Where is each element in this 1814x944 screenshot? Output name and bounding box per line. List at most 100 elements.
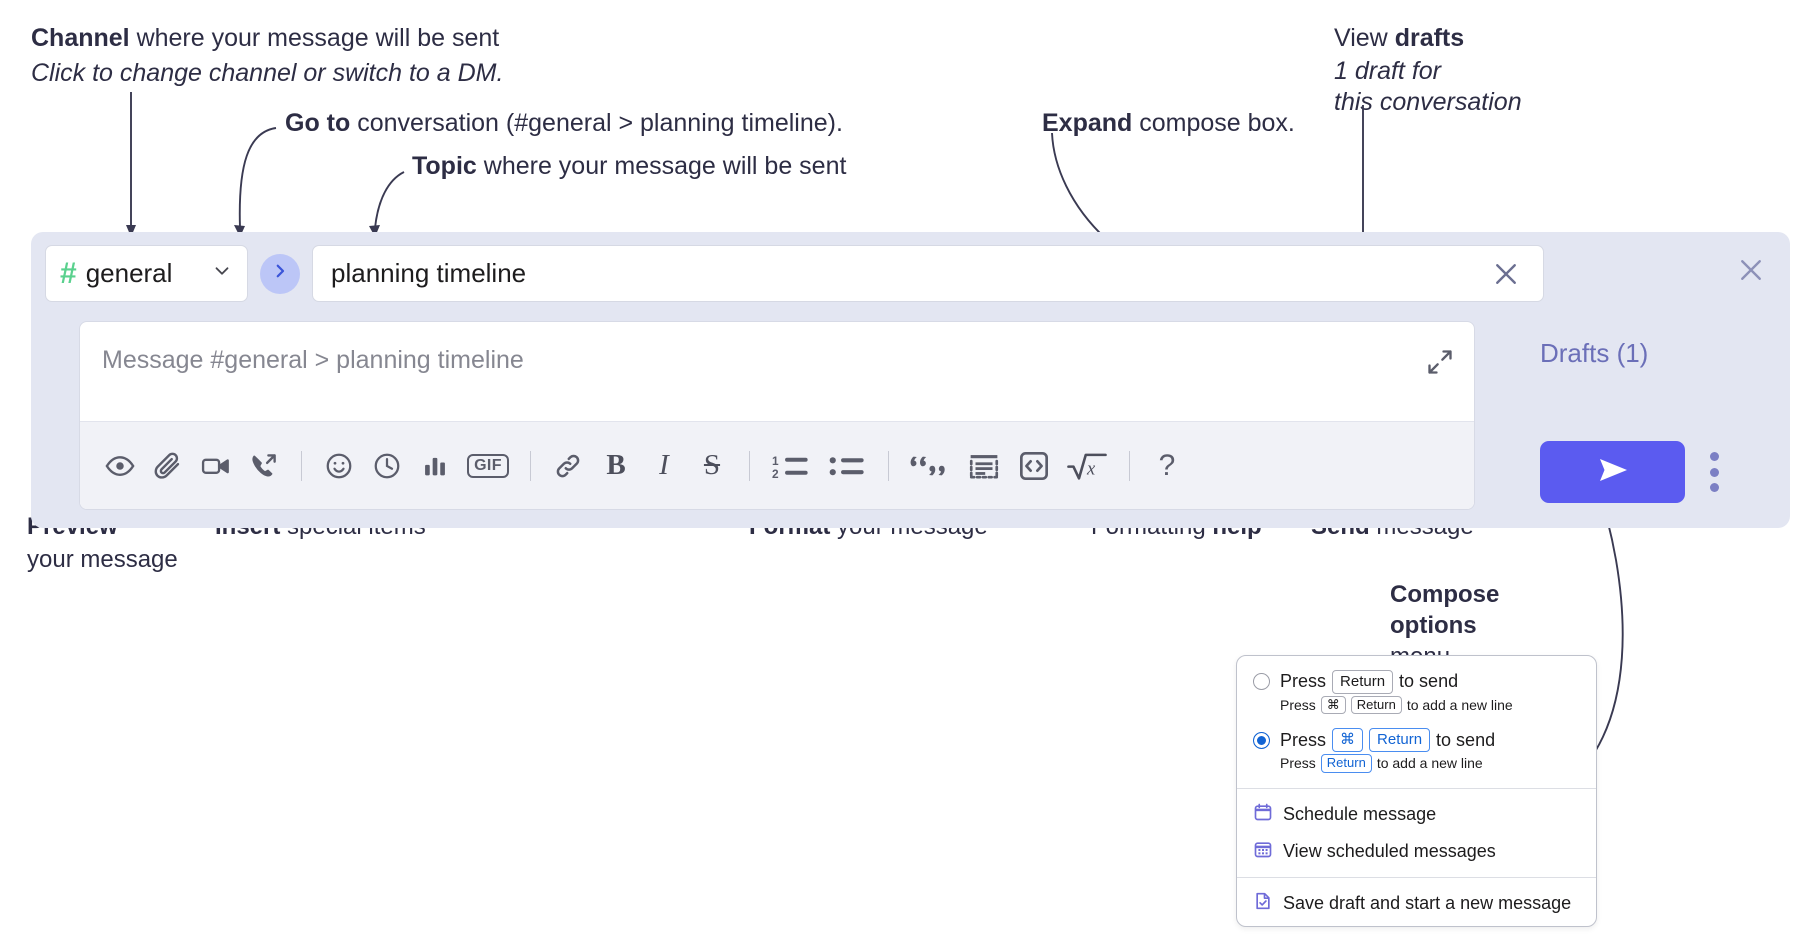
math-icon[interactable]: x: [1058, 442, 1116, 490]
menu-item-view-scheduled[interactable]: View scheduled messages: [1237, 833, 1596, 870]
key-return-1: Return: [1332, 670, 1394, 694]
annotation-expand-strong: Expand: [1042, 109, 1133, 137]
annotation-drafts-pre: View: [1334, 24, 1395, 52]
menu-item-view-scheduled-label: View scheduled messages: [1283, 840, 1496, 861]
option-1-suffix: to send: [1399, 671, 1459, 692]
bold-label: B: [606, 449, 626, 481]
annotation-compose-options-2: options: [1390, 611, 1477, 642]
annotation-drafts-sub2: this conversation: [1334, 86, 1522, 118]
annotation-preview-sub: your message: [27, 545, 178, 576]
menu-divider-2: [1237, 876, 1596, 878]
annotation-channel-sub: Click to change channel or switch to a D…: [31, 57, 503, 89]
option-2-sub-suffix: to add a new line: [1376, 755, 1483, 772]
send-icon: [1591, 451, 1635, 494]
send-option-1[interactable]: Press Return to send Press ⌘ Return to a…: [1237, 656, 1596, 722]
radio-cmd-return-to-send[interactable]: [1253, 731, 1270, 749]
message-placeholder: Message #general > planning timeline: [102, 346, 524, 374]
italic-label: I: [659, 449, 669, 481]
send-option-2[interactable]: Press ⌘ Return to send Press Return to a…: [1237, 722, 1596, 780]
annotation-preview-rest: your message: [27, 546, 178, 573]
bold-icon[interactable]: B: [592, 442, 640, 490]
svg-text:x: x: [1086, 458, 1096, 479]
key-return-2: Return: [1350, 695, 1402, 715]
clear-topic-icon[interactable]: [1487, 255, 1525, 293]
channel-name: general: [85, 258, 173, 288]
save-draft-icon: [1253, 891, 1273, 916]
link-icon[interactable]: [544, 442, 592, 490]
radio-return-to-send[interactable]: [1253, 673, 1270, 691]
menu-item-save-draft-label: Save draft and start a new message: [1283, 892, 1572, 913]
toolbar-divider-2: [530, 450, 531, 481]
option-2-prefix: Press: [1280, 729, 1327, 750]
message-area: Message #general > planning timeline: [79, 321, 1475, 510]
attachment-icon[interactable]: [144, 442, 192, 490]
option-1-sub-suffix: to add a new line: [1406, 696, 1513, 713]
menu-divider-1: [1237, 787, 1596, 789]
menu-item-schedule-message[interactable]: Schedule message: [1237, 796, 1596, 833]
clock-icon[interactable]: [363, 442, 411, 490]
help-icon[interactable]: ?: [1143, 442, 1191, 490]
option-2-suffix: to send: [1436, 729, 1496, 750]
svg-text:1: 1: [772, 453, 779, 467]
option-1-prefix: Press: [1280, 671, 1327, 692]
annotation-channel-strong: Channel: [31, 24, 130, 52]
annotation-drafts-italic2: this conversation: [1334, 88, 1522, 116]
expand-compose-icon[interactable]: [1426, 348, 1454, 383]
chevron-right-icon: [271, 262, 289, 285]
help-label: ?: [1158, 448, 1176, 482]
channel-selector[interactable]: # general: [45, 245, 248, 302]
message-input[interactable]: Message #general > planning timeline: [80, 322, 1474, 421]
compose-options-button[interactable]: [1700, 452, 1728, 492]
strikethrough-icon[interactable]: S: [688, 442, 736, 490]
goto-conversation-button[interactable]: [260, 253, 300, 294]
annotation-compose-options-1: Compose: [1390, 580, 1499, 611]
annotation-compose-options-strong1: Compose: [1390, 581, 1500, 608]
poll-icon[interactable]: [411, 442, 459, 490]
strikethrough-label: S: [703, 449, 721, 481]
toolbar-divider-3: [749, 450, 750, 481]
code-icon[interactable]: [1010, 442, 1058, 490]
bulleted-list-icon[interactable]: [819, 442, 875, 490]
toolbar-divider-5: [1129, 450, 1130, 481]
send-button[interactable]: [1540, 441, 1685, 503]
preview-icon[interactable]: [96, 442, 144, 490]
kebab-dot-1: [1709, 452, 1719, 461]
annotation-expand: Expand compose box.: [1042, 107, 1295, 139]
gif-icon[interactable]: GIF: [459, 442, 517, 490]
blockquote-icon[interactable]: [902, 442, 958, 490]
annotation-compose-options-strong2: options: [1390, 612, 1477, 639]
annotation-drafts-sub1: 1 draft for: [1334, 55, 1441, 87]
calendar-icon: [1253, 802, 1273, 827]
option-1-sub-prefix: Press: [1280, 696, 1316, 713]
close-compose-icon[interactable]: [1736, 255, 1766, 290]
code-block-icon[interactable]: [958, 442, 1010, 490]
topic-value: planning timeline: [331, 258, 527, 288]
compose-panel: # general planning timeline Messag: [31, 232, 1790, 528]
annotation-channel-rest: where your message will be sent: [129, 24, 500, 52]
toolbar-divider: [301, 450, 302, 481]
annotation-goto-rest: conversation (#general > planning timeli…: [350, 109, 843, 137]
annotation-drafts: View drafts: [1334, 22, 1464, 54]
kebab-dot-3: [1709, 483, 1719, 492]
option-1-main: Press Return to send: [1280, 670, 1458, 694]
video-icon[interactable]: [192, 442, 240, 490]
option-2-sub: Press Return to add a new line: [1237, 752, 1596, 781]
drafts-link[interactable]: Drafts (1): [1540, 338, 1649, 368]
menu-item-schedule-label: Schedule message: [1283, 803, 1437, 824]
option-2-main: Press ⌘ Return to send: [1280, 728, 1495, 752]
gif-label: GIF: [467, 453, 509, 478]
key-cmd-2: ⌘: [1332, 728, 1364, 752]
option-1-sub: Press ⌘ Return to add a new line: [1237, 694, 1596, 723]
emoji-icon[interactable]: [315, 442, 363, 490]
audio-call-icon[interactable]: [240, 442, 288, 490]
key-cmd-1: ⌘: [1320, 695, 1346, 715]
menu-item-save-draft[interactable]: Save draft and start a new message: [1237, 885, 1596, 926]
italic-icon[interactable]: I: [640, 442, 688, 490]
annotation-goto: Go to conversation (#general > planning …: [285, 107, 843, 139]
annotation-topic-rest: where your message will be sent: [476, 152, 847, 180]
topic-field[interactable]: planning timeline: [312, 245, 1544, 302]
annotation-drafts-strong: drafts: [1394, 24, 1465, 52]
